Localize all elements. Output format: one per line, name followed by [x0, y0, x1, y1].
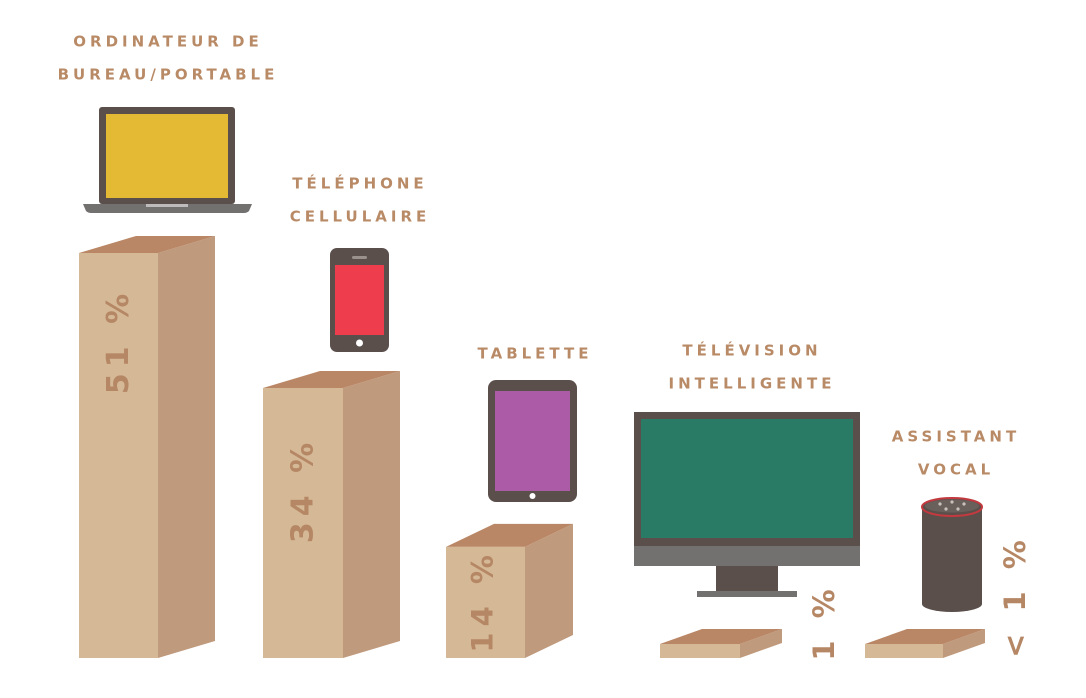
speaker-button-dot [956, 507, 960, 511]
bar-side-face [158, 236, 215, 658]
category-label-line: TÉLÉPHONE [292, 174, 427, 193]
bar-top-face [263, 371, 400, 388]
laptop-icon [83, 107, 252, 213]
bar-side-face [740, 629, 782, 658]
bar-3 [446, 523, 573, 658]
bar-front-face [660, 644, 740, 658]
bar-front-face [865, 644, 943, 658]
bar-top-face [660, 629, 782, 644]
speaker-button-dot [944, 507, 948, 511]
speaker-top [925, 499, 979, 513]
tablet-icon [488, 380, 577, 502]
category-label-line: TÉLÉVISION [682, 341, 821, 360]
phone-speaker [352, 256, 367, 259]
category-label-line: ASSISTANT [892, 428, 1020, 446]
tv-neck [716, 566, 778, 591]
bar-4 [660, 629, 782, 658]
bar-2 [263, 371, 400, 658]
category-label-line: BUREAU/PORTABLE [58, 66, 279, 84]
bar-front-face [263, 388, 343, 658]
speaker-body [922, 507, 982, 612]
category-label-2: TÉLÉPHONE CELLULAIRE [290, 174, 431, 226]
category-label-line: INTELLIGENTE [669, 375, 836, 393]
speaker-button-dot [938, 502, 942, 506]
tv-stand [697, 591, 797, 597]
bar-side-face [343, 371, 400, 658]
laptop-trackpad-notch [146, 204, 188, 207]
value-label-5: < 1 % [998, 534, 1032, 658]
category-label-1: ORDINATEUR DE BUREAU/PORTABLE [58, 33, 279, 84]
category-label-line: TABLETTE [478, 345, 593, 363]
category-label-3: TABLETTE [478, 345, 593, 363]
phone-screen [335, 265, 384, 335]
bar-side-face [943, 629, 985, 658]
value-label-4: 1 % [807, 583, 841, 660]
smart-speaker-icon [921, 497, 983, 612]
speaker-button-dot [950, 500, 954, 504]
tablet-home-button [529, 493, 536, 499]
phone-home-button [356, 339, 363, 347]
category-label-4: TÉLÉVISION INTELLIGENTE [669, 341, 836, 393]
value-label-3: 14 % [466, 549, 500, 653]
category-label-line: CELLULAIRE [290, 208, 431, 226]
bar-top-face [446, 523, 573, 547]
bar-top-face [865, 629, 985, 644]
bar-5 [865, 629, 985, 658]
tv-screen [641, 419, 853, 538]
speaker-button-dot [962, 502, 966, 506]
category-label-line: VOCAL [918, 461, 994, 479]
tv-bezel-bottom [634, 546, 860, 566]
smart-tv-icon [634, 412, 860, 597]
bar-top-face [79, 236, 215, 253]
bar-1 [79, 236, 215, 658]
bar-front-face [79, 253, 158, 658]
value-label-2: 34 % [286, 437, 321, 543]
laptop-base [83, 204, 252, 213]
smartphone-icon [330, 248, 389, 352]
value-label-1: 51 % [101, 288, 136, 394]
category-label-line: ORDINATEUR DE [73, 33, 262, 51]
tablet-screen [495, 391, 570, 491]
laptop-screen [106, 114, 228, 198]
bar-side-face [525, 523, 573, 658]
category-label-5: ASSISTANT VOCAL [892, 428, 1020, 479]
bar-front-face [446, 546, 525, 658]
